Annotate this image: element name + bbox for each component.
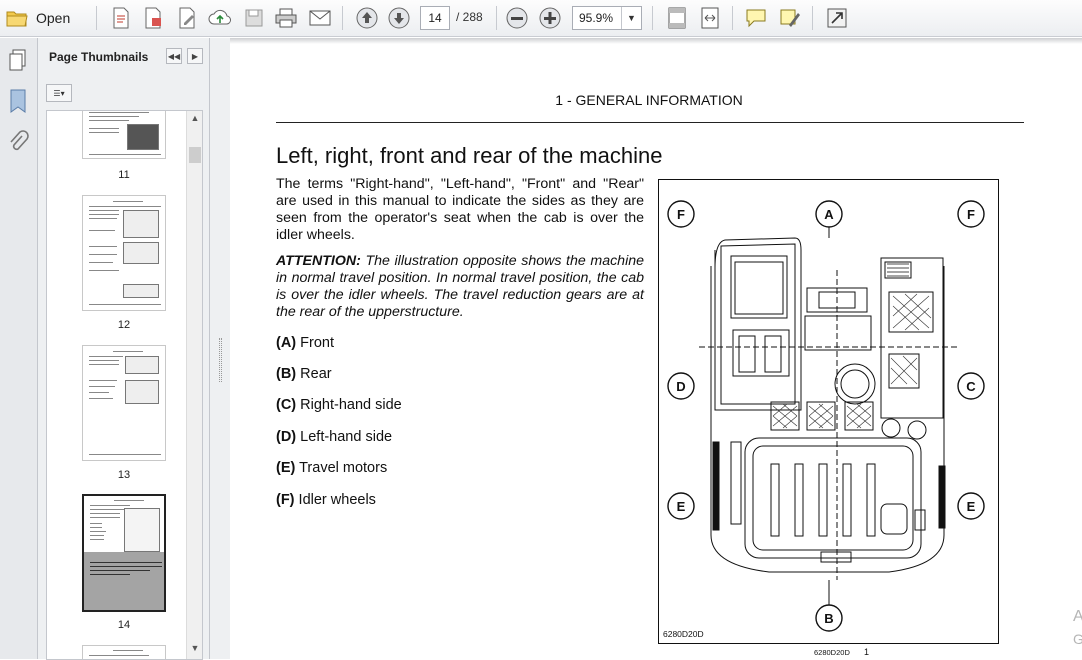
callout-label-f: F — [967, 207, 975, 222]
previous-page-icon[interactable] — [354, 5, 380, 31]
fit-page-icon[interactable] — [664, 5, 690, 31]
legend-item: (F) Idler wheels — [276, 492, 376, 508]
overlay-text: A — [1073, 608, 1082, 625]
thumbnail-label: 12 — [117, 319, 131, 331]
scroll-up-icon[interactable]: ▲ — [190, 113, 200, 123]
callout-label-e: E — [677, 499, 686, 514]
cloud-upload-icon[interactable] — [206, 5, 234, 31]
callout-label-f: F — [677, 207, 685, 222]
scroll-down-icon[interactable]: ▼ — [190, 643, 200, 653]
thumbnail-list[interactable]: 11 12 — [46, 110, 203, 660]
figure-footer-number: 1 — [864, 647, 870, 657]
thumbnail-page-12[interactable] — [82, 195, 166, 311]
print-icon[interactable] — [272, 5, 300, 31]
thumbnail-page-14[interactable] — [82, 494, 166, 612]
callout-label-b: B — [824, 611, 833, 626]
page-thumbnails-icon[interactable] — [6, 48, 30, 77]
legend-item: (E) Travel motors — [276, 460, 388, 476]
export-pdf-icon[interactable] — [140, 5, 166, 31]
toolbar-separator — [652, 6, 653, 30]
toolbar-separator — [342, 6, 343, 30]
figure-footer-code: 6280D20D — [814, 648, 850, 657]
callout-e — [957, 492, 985, 520]
scroll-thumb[interactable] — [189, 147, 201, 163]
callout-c — [957, 372, 985, 400]
comment-icon[interactable] — [742, 5, 770, 31]
attention-text: The illustration opposite shows the mach… — [276, 253, 644, 320]
highlight-icon[interactable] — [776, 5, 804, 31]
viewer-top-shadow — [230, 38, 1082, 44]
legend-item: (B) Rear — [276, 366, 332, 382]
toolbar-separator — [496, 6, 497, 30]
page-total: / 288 — [456, 10, 483, 24]
navigation-rail — [0, 38, 38, 659]
callout-f — [957, 200, 985, 228]
callout-label-a: A — [824, 207, 834, 222]
thumbnail-label: 11 — [118, 169, 130, 181]
callout-f — [667, 200, 695, 228]
email-icon[interactable] — [306, 5, 334, 31]
zoom-in-icon[interactable] — [537, 5, 563, 31]
page-number-input[interactable]: 14 — [420, 6, 450, 30]
machine-diagram: A B C D E E F F 6280D20D — [658, 179, 999, 644]
fit-width-icon[interactable] — [697, 5, 723, 31]
thumbnail-page-13[interactable] — [82, 345, 166, 461]
folder-icon — [6, 9, 28, 27]
callout-label-c: C — [966, 379, 976, 394]
thumbnails-panel: Page Thumbnails ◀◀ ▶ ☰▾ 11 — [38, 38, 210, 660]
document-page: 1 - GENERAL INFORMATION Left, right, fro… — [230, 38, 1082, 659]
legend-item: (A) Front — [276, 335, 335, 351]
panel-splitter[interactable] — [210, 38, 230, 659]
figure-code: 6280D20D — [663, 629, 704, 639]
attention-paragraph: ATTENTION: The illustration opposite sho… — [276, 253, 644, 321]
edit-pdf-icon[interactable] — [174, 5, 200, 31]
toolbar: Open 14 / 288 95.9% ▼ — [0, 0, 1082, 37]
attachments-icon[interactable] — [7, 130, 29, 161]
save-icon[interactable] — [242, 5, 266, 31]
thumbnail-page-11[interactable] — [82, 111, 166, 159]
running-head: 1 - GENERAL INFORMATION — [555, 92, 743, 108]
thumbnail-label: 13 — [117, 469, 131, 481]
create-pdf-icon[interactable] — [108, 5, 134, 31]
callout-label-e: E — [967, 499, 976, 514]
collapse-right-icon[interactable]: ▶ — [187, 48, 203, 64]
fullscreen-icon[interactable] — [824, 5, 850, 31]
open-label: Open — [36, 10, 71, 26]
legend-item: (C) Right-hand side — [276, 397, 402, 413]
header-rule — [276, 122, 1024, 123]
toolbar-separator — [812, 6, 813, 30]
bookmarks-icon[interactable] — [7, 88, 29, 119]
collapse-left-icon[interactable]: ◀◀ — [166, 48, 182, 64]
toolbar-separator — [732, 6, 733, 30]
legend-item: (D) Left-hand side — [276, 429, 393, 445]
zoom-select[interactable]: 95.9% ▼ — [572, 6, 642, 30]
callout-label-d: D — [676, 379, 685, 394]
thumbnail-scrollbar[interactable]: ▲ ▼ — [186, 111, 202, 659]
chevron-down-icon[interactable]: ▼ — [621, 7, 641, 29]
thumbnail-options-button[interactable]: ☰▾ — [46, 84, 72, 102]
zoom-value: 95.9% — [579, 11, 614, 25]
toolbar-separator — [96, 6, 97, 30]
body-paragraph: The terms "Right-hand", "Left-hand", "Fr… — [276, 176, 644, 243]
thumbnail-label: 14 — [117, 619, 131, 631]
machine-drawing: A B C D E E F F — [667, 200, 985, 632]
overlay-text: G — [1073, 631, 1082, 647]
panel-title: Page Thumbnails — [49, 50, 149, 64]
callout-d — [667, 372, 695, 400]
attention-label: ATTENTION: — [276, 253, 361, 269]
open-button[interactable]: Open — [6, 5, 84, 31]
thumbnail-page-15[interactable] — [82, 645, 166, 659]
zoom-out-icon[interactable] — [504, 5, 530, 31]
next-page-icon[interactable] — [386, 5, 412, 31]
callout-e — [667, 492, 695, 520]
section-heading: Left, right, front and rear of the machi… — [276, 143, 663, 168]
